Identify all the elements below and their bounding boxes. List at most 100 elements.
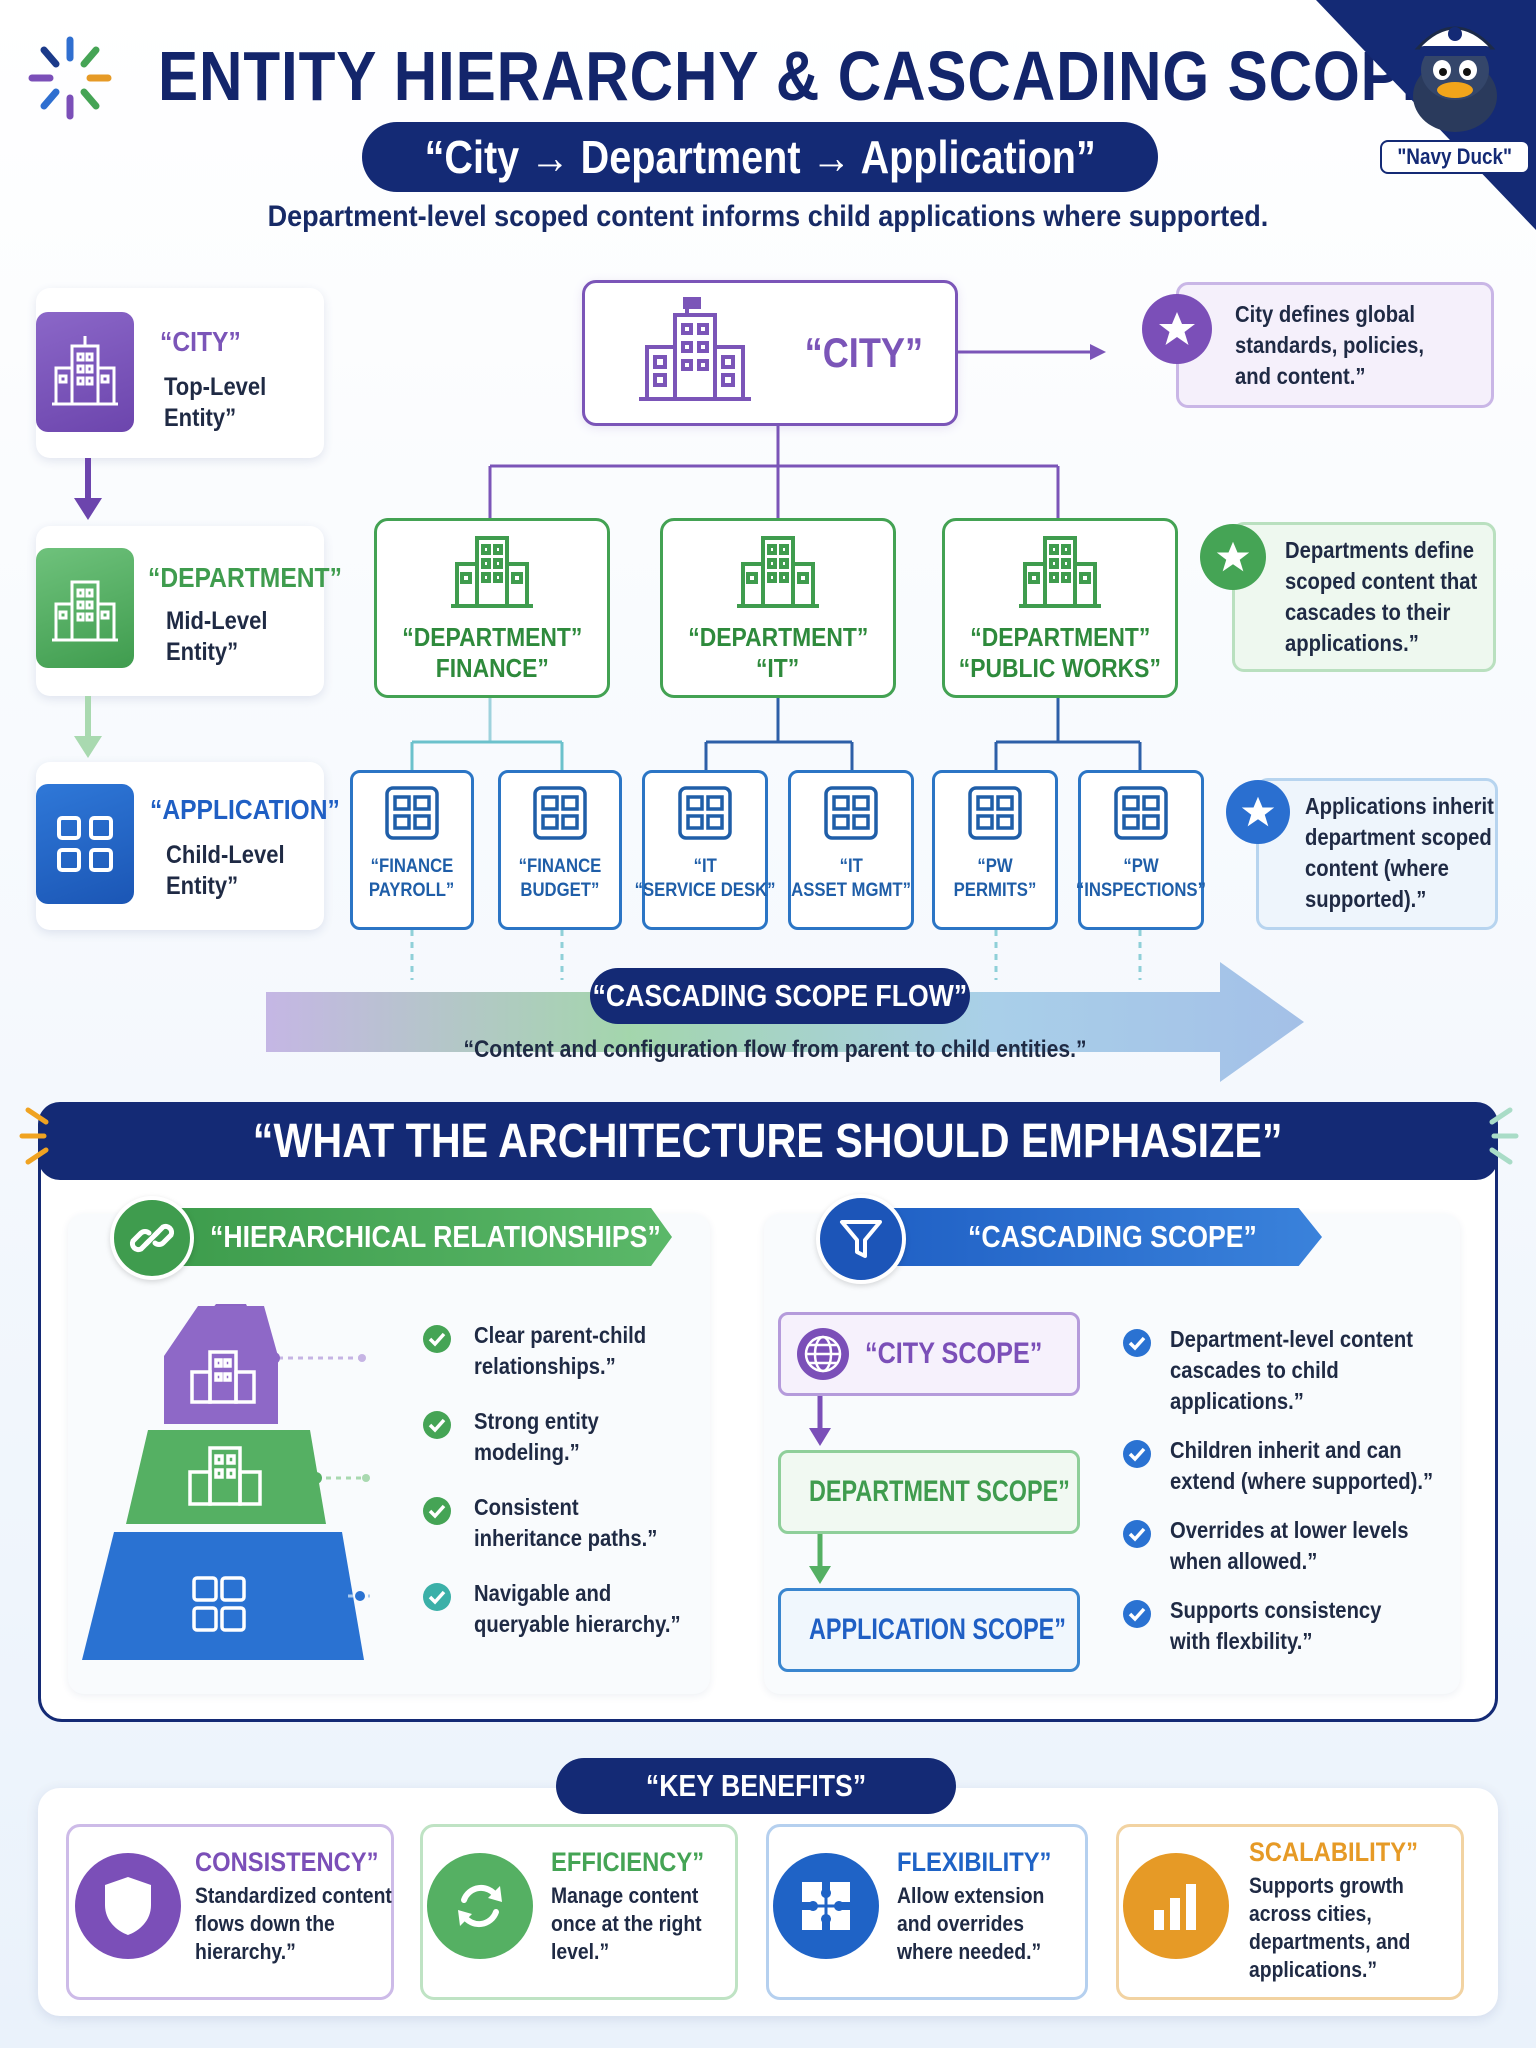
hierarchical-item-line: relationships.” [474, 1353, 616, 1379]
dept-it-label: “DEPARTMENT”“IT” [676, 622, 881, 684]
legend-city-sub2: Entity” [164, 404, 237, 432]
tree-city-node: “CITY” [582, 280, 958, 426]
city-scope-label: “CITY SCOPE” [865, 1337, 1043, 1370]
benefit-flexibility-line: Allow extension [897, 1883, 1045, 1908]
tree-app-pw-inspections: “PW“INSPECTIONS” [1076, 770, 1206, 930]
legend-arrow-down-1 [74, 458, 102, 520]
app-grid-icon [533, 786, 587, 840]
tagline-text: Department-level scoped content informs … [267, 200, 1269, 233]
cascading-title-text: “CASCADING SCOPE” [968, 1219, 1257, 1254]
dept-it-line2: “IT” [756, 653, 800, 683]
flow-label-text: “CASCADING SCOPE FLOW” [592, 978, 968, 1013]
legend-department-sub2: Entity” [166, 638, 239, 666]
tree-city-label: “CITY” [804, 329, 924, 376]
check-circle-icon [1123, 1520, 1151, 1548]
benefit-consistency-line: flows down the [195, 1911, 335, 1936]
app-grid-icon [385, 786, 439, 840]
puzzle-icon [773, 1853, 879, 1959]
app-it-service-desk-label: “IT“SERVICE DESK” [625, 855, 785, 903]
benefit-efficiency-line: once at the right [551, 1911, 702, 1936]
shield-icon [75, 1853, 181, 1959]
legend-department-title-text: “DEPARTMENT” [148, 562, 342, 593]
building-icon [451, 536, 533, 608]
cascading-item-line: cascades to child [1170, 1357, 1339, 1383]
note-application-line: Applications inherit [1305, 793, 1494, 819]
subtitle-text: “City → Department → Application” [424, 131, 1096, 183]
app-label-line1: “PW [1123, 856, 1159, 877]
tagline: Department-level scoped content informs … [0, 200, 1536, 234]
benefit-efficiency-line: level.” [551, 1939, 610, 1964]
benefits-title-pill: “KEY BENEFITS” [556, 1758, 956, 1814]
legend-application-title: “APPLICATION” [150, 794, 366, 826]
dept-it-line1: “DEPARTMENT” [687, 622, 869, 652]
benefit-efficiency-line: Manage content [551, 1883, 699, 1908]
tree-department-it: “DEPARTMENT”“IT” [660, 518, 896, 698]
note-application-line: department scoped [1305, 824, 1492, 850]
benefit-flexibility-line: where needed.” [897, 1939, 1042, 1964]
hierarchical-item-line: inheritance paths.” [474, 1525, 658, 1551]
legend-arrow-down-2 [74, 696, 102, 758]
grid-apps-icon [57, 816, 113, 872]
building-icon [52, 336, 118, 406]
note-application-star-icon [1226, 780, 1290, 844]
building-icon [639, 297, 751, 401]
legend-application-sub1: Child-Level [166, 841, 285, 869]
benefit-scalability-line: across cities, [1249, 1901, 1372, 1926]
legend-department-sub1: Mid-Level [166, 607, 268, 635]
note-city-line: and content.” [1235, 363, 1366, 389]
check-circle-icon [423, 1497, 451, 1525]
dept-public-works-label: “DEPARTMENT”“PUBLIC WORKS” [945, 622, 1175, 684]
duck-mascot-icon [1413, 26, 1497, 132]
cascading-item-line: Overrides at lower levels [1170, 1517, 1409, 1543]
benefit-card-efficiency: EFFICIENCY” Manage content once at the ri… [420, 1824, 738, 2000]
legend-application-sub2: Entity” [166, 872, 239, 900]
emphasis-banner-text: “WHAT THE ARCHITECTURE SHOULD EMPHASIZE” [253, 1114, 1283, 1168]
app-grid-icon [824, 786, 878, 840]
app-label-line2: PERMITS” [953, 880, 1037, 901]
benefit-scalability-line: departments, and [1249, 1929, 1411, 1954]
app-label-line1: “PW [977, 856, 1013, 877]
dept-public-works-line2: “PUBLIC WORKS” [958, 653, 1162, 683]
legend-department-icon-box [36, 548, 134, 668]
tree-department-finance: “DEPARTMENT”FINANCE” [374, 518, 610, 698]
app-label-line1: “IT [839, 856, 863, 877]
hierarchical-item-line: modeling.” [474, 1439, 580, 1465]
note-application-line: supported).” [1305, 886, 1427, 912]
check-circle-icon [1123, 1440, 1151, 1468]
note-city-line: standards, policies, [1235, 332, 1424, 358]
note-department-line: applications.” [1285, 630, 1419, 656]
cascading-item-line: Children inherit and can [1170, 1437, 1402, 1463]
note-department-star-icon [1200, 524, 1266, 590]
benefit-scalability-title: SCALABILITY” [1249, 1837, 1418, 1867]
note-city-line: City defines global [1235, 301, 1415, 327]
department-scope-box: DEPARTMENT SCOPE” [778, 1450, 1080, 1534]
hierarchical-title-ribbon: “HIERARCHICAL RELATIONSHIPS” [150, 1208, 672, 1266]
hierarchical-item-line: Strong entity [474, 1408, 599, 1434]
check-circle-icon [423, 1411, 451, 1439]
legend-department-title: “DEPARTMENT” [148, 562, 368, 594]
dept-finance-label: “DEPARTMENT”FINANCE” [390, 622, 595, 684]
benefit-efficiency-title: EFFICIENCY” [551, 1847, 705, 1877]
hierarchy-pyramid [82, 1304, 370, 1660]
sparkle-logo-icon [28, 36, 112, 120]
tree-department-public-works: “DEPARTMENT”“PUBLIC WORKS” [942, 518, 1178, 698]
dept-finance-line1: “DEPARTMENT” [401, 622, 583, 652]
cascading-title-ribbon: “CASCADING SCOPE” [856, 1208, 1322, 1266]
benefit-consistency-line: hierarchy.” [195, 1939, 296, 1964]
mascot-label-text: "Navy Duck" [1397, 144, 1513, 169]
application-scope-box: APPLICATION SCOPE” [778, 1588, 1080, 1672]
building-icon [1019, 536, 1101, 608]
department-scope-label: DEPARTMENT SCOPE” [809, 1475, 1070, 1508]
application-scope-label: APPLICATION SCOPE” [809, 1613, 1066, 1646]
cascading-item-line: applications.” [1170, 1388, 1304, 1414]
